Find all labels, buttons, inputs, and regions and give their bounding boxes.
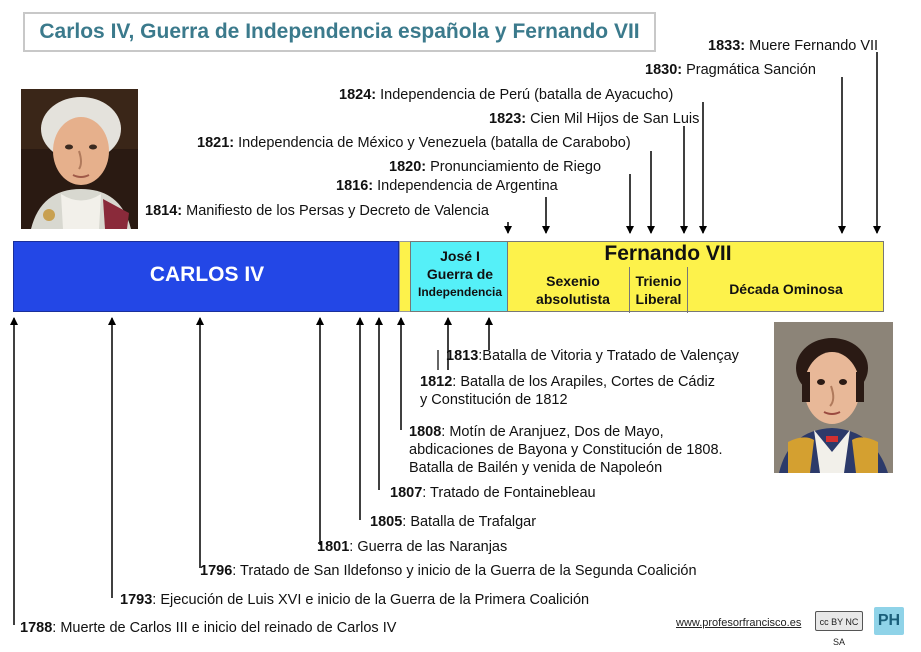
event-1820: 1820: Pronunciamiento de Riego xyxy=(389,159,602,175)
event-1813: 1813:Batalla de Vitoria y Tratado de Val… xyxy=(446,348,739,364)
segment-trienio-label-1: Trienio xyxy=(635,273,682,289)
segment-independencia-label: Independencia xyxy=(417,285,503,299)
event-1814: 1814: Manifiesto de los Persas y Decreto… xyxy=(145,203,489,219)
segment-jose-i-label: José I xyxy=(440,248,480,264)
title-box: Carlos IV, Guerra de Independencia españ… xyxy=(23,12,656,52)
segment-carlos-iv-label: CARLOS IV xyxy=(149,263,265,286)
event-1816: 1816: Independencia de Argentina xyxy=(336,178,558,194)
event-1808: 1808: Motín de Aranjuez, Dos de Mayo, ab… xyxy=(409,424,723,476)
event-1833: 1833: Muere Fernando VII xyxy=(708,38,879,54)
segment-jose-i: José I Guerra de Independencia xyxy=(410,241,508,312)
event-1793: 1793: Ejecución de Luis XVI e inicio de … xyxy=(120,592,590,608)
event-1823: 1823: Cien Mil Hijos de San Luis xyxy=(489,111,700,127)
event-1805: 1805: Batalla de Trafalgar xyxy=(370,514,537,530)
divider-trienio-decada xyxy=(687,267,688,313)
divider-sexenio-trienio xyxy=(629,267,630,313)
event-1796: 1796: Tratado de San Ildefonso y inicio … xyxy=(200,563,697,579)
event-1812: 1812: Batalla de los Arapiles, Cortes de… xyxy=(420,374,716,408)
portrait-fernando-vii xyxy=(774,322,893,473)
event-1821: 1821: Independencia de México y Venezuel… xyxy=(197,135,631,151)
page-title: Carlos IV, Guerra de Independencia españ… xyxy=(39,20,640,43)
event-1830: 1830: Pragmática Sanción xyxy=(645,62,816,78)
segment-trienio-label-2: Liberal xyxy=(635,291,682,307)
cc-license-badge: cc BY NC SA xyxy=(815,611,863,647)
event-1824: 1824: Independencia de Perú (batalla de … xyxy=(339,87,674,103)
segment-sexenio-label-2: absolutista xyxy=(536,291,610,307)
segment-fernando-vii: Fernando VII Sexenio absolutista Trienio… xyxy=(507,241,884,313)
segment-decada-label: Década Ominosa xyxy=(729,281,843,297)
portrait-carlos-iv xyxy=(21,89,138,229)
segment-guerra-label: Guerra de xyxy=(426,266,494,282)
footer-url-link[interactable]: www.profesorfrancisco.es xyxy=(676,617,802,629)
ph-logo: PH xyxy=(874,607,904,635)
event-1801: 1801: Guerra de las Naranjas xyxy=(317,539,508,555)
event-1807: 1807: Tratado de Fontainebleau xyxy=(390,485,596,501)
event-1788: 1788: Muerte de Carlos III e inicio del … xyxy=(20,620,397,636)
segment-carlos-iv: CARLOS IV xyxy=(13,241,399,312)
segment-sexenio-label-1: Sexenio xyxy=(546,273,600,289)
segment-fernando-vii-label: Fernando VII xyxy=(604,242,732,265)
